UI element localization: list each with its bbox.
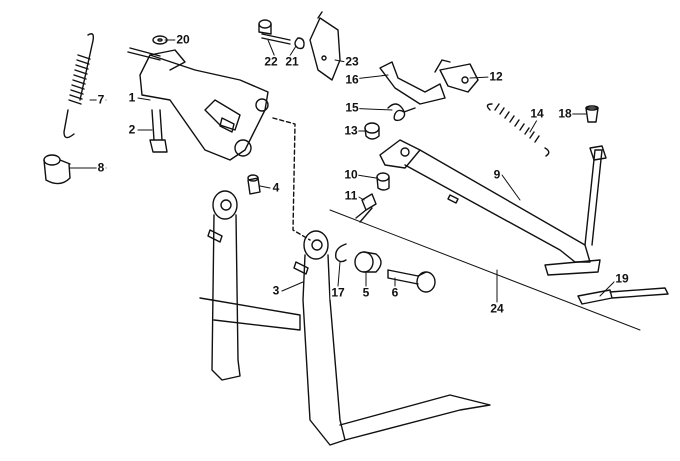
callout-24: 24 xyxy=(489,301,505,316)
callout-21: 21 xyxy=(284,54,300,69)
spring-15 xyxy=(387,103,416,122)
bushing-13 xyxy=(364,122,380,140)
callout-2: 2 xyxy=(127,122,137,137)
bolt-2 xyxy=(149,109,168,153)
callout-12: 12 xyxy=(488,69,504,84)
clip-21 xyxy=(294,37,305,50)
callout-18: 18 xyxy=(557,106,573,121)
grease-nipple-4 xyxy=(247,174,261,195)
callout-16: 16 xyxy=(344,72,360,87)
bushing-10 xyxy=(376,172,390,191)
screw-22 xyxy=(258,19,291,45)
bushing-5 xyxy=(354,251,382,273)
center-stand-3 xyxy=(199,190,491,446)
bolt-6 xyxy=(387,269,436,293)
callout-20: 20 xyxy=(175,32,191,47)
rubber-pad-19 xyxy=(577,287,669,305)
plate-12 xyxy=(439,63,479,93)
bracket-16 xyxy=(379,59,451,105)
bushing-8 xyxy=(43,154,71,185)
callout-9: 9 xyxy=(492,167,502,182)
rubber-18 xyxy=(585,105,599,123)
callout-11: 11 xyxy=(343,188,359,203)
callout-5: 5 xyxy=(361,285,371,300)
spring-7 xyxy=(63,33,95,139)
callout-6: 6 xyxy=(390,285,400,300)
callout-10: 10 xyxy=(343,167,359,182)
callout-14: 14 xyxy=(529,106,545,121)
callout-19: 19 xyxy=(614,271,630,286)
callout-8: 8 xyxy=(96,160,106,175)
side-stand-9 xyxy=(379,139,607,276)
circlip-17 xyxy=(335,243,347,263)
callout-1: 1 xyxy=(127,90,137,105)
callout-3: 3 xyxy=(271,283,281,298)
spring-14 xyxy=(486,103,550,157)
callout-23: 23 xyxy=(344,54,360,69)
callout-15: 15 xyxy=(344,100,360,115)
callout-17: 17 xyxy=(330,285,346,300)
callout-22: 22 xyxy=(263,54,279,69)
callout-4: 4 xyxy=(271,180,281,195)
plate-23 xyxy=(309,11,341,81)
callout-7: 7 xyxy=(96,92,106,107)
bolt-11 xyxy=(355,193,377,223)
callout-13: 13 xyxy=(343,123,359,138)
bracket-1 xyxy=(127,47,269,161)
